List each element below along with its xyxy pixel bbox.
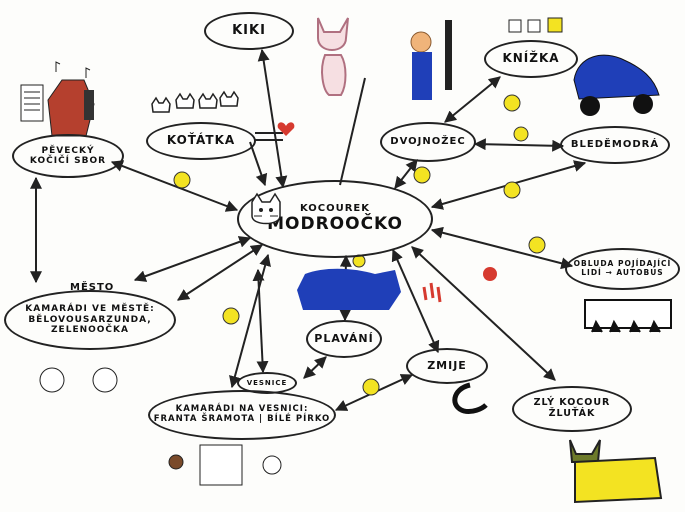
edge-center-up-stroke [339, 77, 366, 186]
zly-kocour-drawing [569, 439, 663, 504]
edge-center-sbor [110, 160, 239, 212]
dvojnozec-person-drawing [410, 20, 452, 100]
snake-icon [452, 382, 488, 414]
cat-face-icon [151, 90, 239, 113]
edge-center-dvojnozec [394, 159, 418, 189]
node-kiki[interactable]: KIKI [204, 12, 294, 50]
node-obluda[interactable]: OBLUDA POJÍDAJÍCÍ LIDÍ → AUTOBUS [565, 248, 680, 290]
pevecky-sbor-label: PĚVECKÝ KOČIČÍ SBOR [29, 145, 107, 166]
zmije-label: ZMIJE [427, 358, 467, 372]
node-zly-kocour[interactable]: ZLÝ KOCOUR ŽLUŤÁK [512, 386, 632, 432]
node-zmije[interactable]: ZMIJE [406, 348, 488, 384]
cat-face-icon [251, 192, 281, 225]
edge-center-obluda [430, 226, 574, 270]
knizka-label: KNÍŽKA [502, 51, 560, 66]
danger-marks-drawing [422, 282, 442, 303]
heart-icon [277, 122, 295, 136]
smiley-icon [173, 94, 546, 396]
plavani-label: PLAVÁNÍ [314, 331, 374, 345]
edge-dvojnozec-bledemodra [473, 138, 565, 152]
edge-center-zmije [391, 248, 440, 354]
node-knizka[interactable]: KNÍŽKA [484, 40, 578, 78]
edge-kotatka-center [249, 141, 268, 187]
node-kotatka[interactable]: KOŤÁTKA [146, 122, 256, 160]
kamaradi-vesnice-label: KAMARÁDI NA VESNICI: FRANTA ŠRAMOTA | BÍ… [153, 404, 331, 424]
dvojnozec-label: DVOJNOŽEC [390, 136, 466, 148]
edge-center-mesto [176, 244, 264, 301]
node-plavani[interactable]: PLAVÁNÍ [306, 320, 382, 358]
vesnice-label: VESNICE [246, 378, 288, 387]
kiki-label: KIKI [232, 22, 266, 38]
center-node[interactable]: KOCOUREK MODROOČKO [237, 180, 433, 258]
music-note-icon [85, 67, 91, 78]
zly-kocour-label: ZLÝ KOCOUR ŽLUŤÁK [533, 397, 611, 419]
kiki-cat-drawing [317, 17, 349, 96]
node-kamaradi-mesto[interactable]: KAMARÁDI VE MĚSTĚ: BĚLOVOUSARZUNDA, ZELE… [4, 290, 176, 350]
node-pevecky-sbor[interactable]: PĚVECKÝ KOČIČÍ SBOR [12, 134, 124, 178]
mesto-tag: MĚSTO [70, 282, 115, 293]
car-icon [573, 54, 660, 116]
node-kamaradi-vesnice[interactable]: KAMARÁDI NA VESNICI: FRANTA ŠRAMOTA | BÍ… [148, 390, 336, 440]
singing-cats-drawing [20, 61, 95, 137]
edge-vesnice-plavani [303, 356, 327, 379]
bus-icon [584, 299, 672, 333]
edge-knizka-dvojnozec [444, 76, 501, 123]
edge-center-vesnice-2 [252, 268, 269, 374]
swimming-water-drawing [297, 268, 401, 310]
center-top-label: KOCOUREK [299, 203, 371, 215]
edge-center-mesto-2 [133, 236, 252, 282]
node-bledemodra[interactable]: BLEDĚMODRÁ [560, 126, 670, 164]
bledemodra-label: BLEDĚMODRÁ [570, 139, 660, 151]
angry-face-icon [39, 267, 497, 393]
book-boxes-drawing [508, 17, 563, 33]
node-dvojnozec[interactable]: DVOJNOŽEC [380, 122, 476, 162]
center-main-label: MODROOČKO [267, 213, 403, 234]
music-note-icon [55, 61, 61, 72]
obluda-label: OBLUDA POJÍDAJÍCÍ LIDÍ → AUTOBUS [573, 259, 672, 277]
edge-center-kiki [257, 48, 288, 189]
kamaradi-mesto-label: KAMARÁDI VE MĚSTĚ: BĚLOVOUSARZUNDA, ZELE… [25, 304, 155, 336]
kotatka-label: KOŤÁTKA [166, 133, 236, 148]
village-friends-drawing [168, 444, 282, 486]
